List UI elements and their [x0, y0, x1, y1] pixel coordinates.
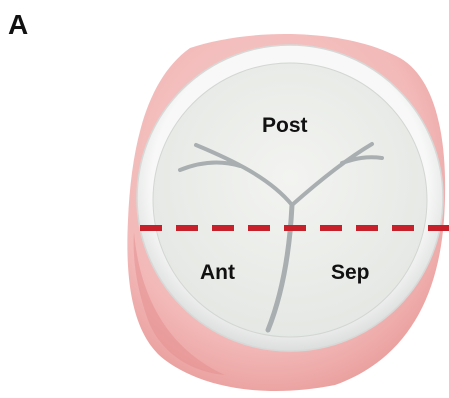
label-posterior-leaflet: Post	[262, 114, 308, 137]
label-anterior-leaflet: Ant	[200, 261, 235, 284]
label-septal-leaflet: Sep	[331, 261, 370, 284]
panel-letter: A	[8, 9, 28, 40]
